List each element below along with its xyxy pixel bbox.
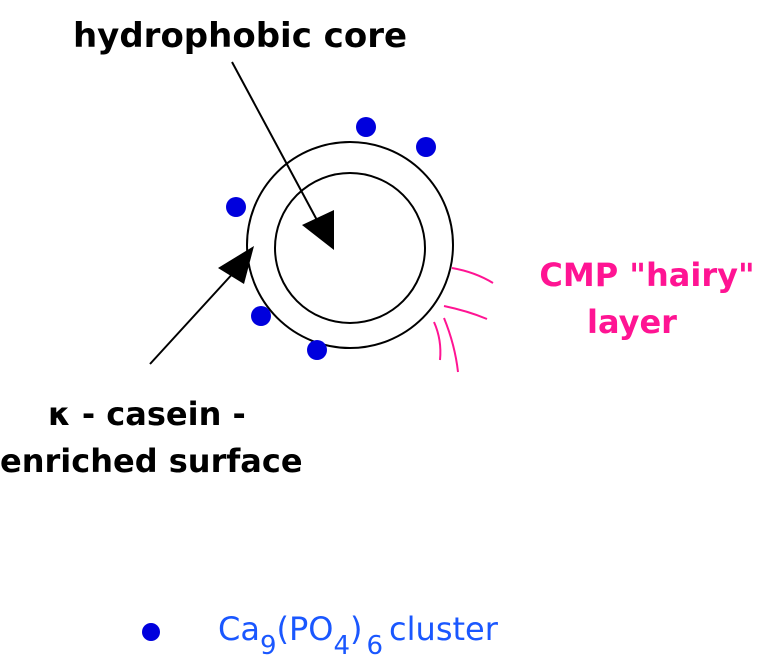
cluster-dot (307, 340, 327, 360)
hairy-strand (433, 321, 442, 361)
legend-cluster-word: cluster (389, 610, 499, 648)
core-arrowhead (302, 210, 334, 250)
core-label: hydrophobic core (73, 16, 407, 56)
hairy-strand (451, 267, 494, 284)
legend-ca: Ca (218, 610, 260, 648)
cluster-dot (226, 197, 246, 217)
hairy-label-line1: CMP "hairy" (539, 256, 754, 294)
legend-cluster-dot (142, 623, 160, 641)
legend-sub-6: 6 (367, 631, 384, 661)
legend-close-paren: ) (350, 610, 362, 648)
cluster-dot (356, 117, 376, 137)
surface-arrow-line (149, 269, 237, 365)
hairy-strand (443, 317, 459, 373)
legend-sub-4: 4 (333, 631, 350, 661)
core-arrow-line (231, 61, 319, 223)
cluster-dot (416, 137, 436, 157)
hairy-label-line2: layer (587, 303, 677, 341)
surface-label-line2: enriched surface (0, 442, 303, 480)
surface-arrowhead (218, 246, 254, 284)
hairy-strand (443, 305, 488, 320)
surface-label-line1: κ - casein - (48, 395, 246, 433)
cluster-dot (251, 306, 271, 326)
legend-sub-9: 9 (260, 631, 277, 661)
outer-circle (246, 141, 454, 349)
inner-circle (274, 172, 426, 324)
legend-po: (PO (277, 610, 334, 648)
